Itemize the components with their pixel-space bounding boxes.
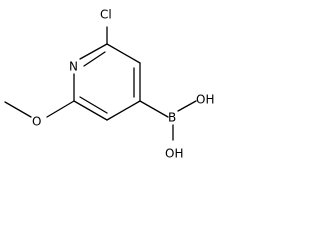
hydroxyl-lower-label: OH [165, 147, 183, 161]
bond-o-methyl [4, 101, 32, 118]
bond-c2-c3 [106, 43, 141, 64]
bond-c6-o [46, 100, 75, 118]
bond-c4-b [139, 100, 169, 118]
hydroxyl-upper-label: OH [196, 93, 214, 107]
nitrogen-label: N [69, 60, 78, 74]
bond-n1-c2-inner [83, 51, 106, 67]
chlorine-label: Cl [100, 8, 112, 22]
bond-b-oh-upper [177, 100, 197, 112]
boron-label: B [168, 111, 176, 125]
bond-n1-c2 [79, 43, 108, 60]
bond-c4-c5 [106, 100, 141, 121]
bond-c5-c6-inner [79, 96, 108, 114]
bond-c5-c6 [73, 100, 108, 121]
structure-diagram: Cl N O B OH OH [4, 8, 214, 161]
methoxy-oxygen-label: O [32, 115, 41, 129]
